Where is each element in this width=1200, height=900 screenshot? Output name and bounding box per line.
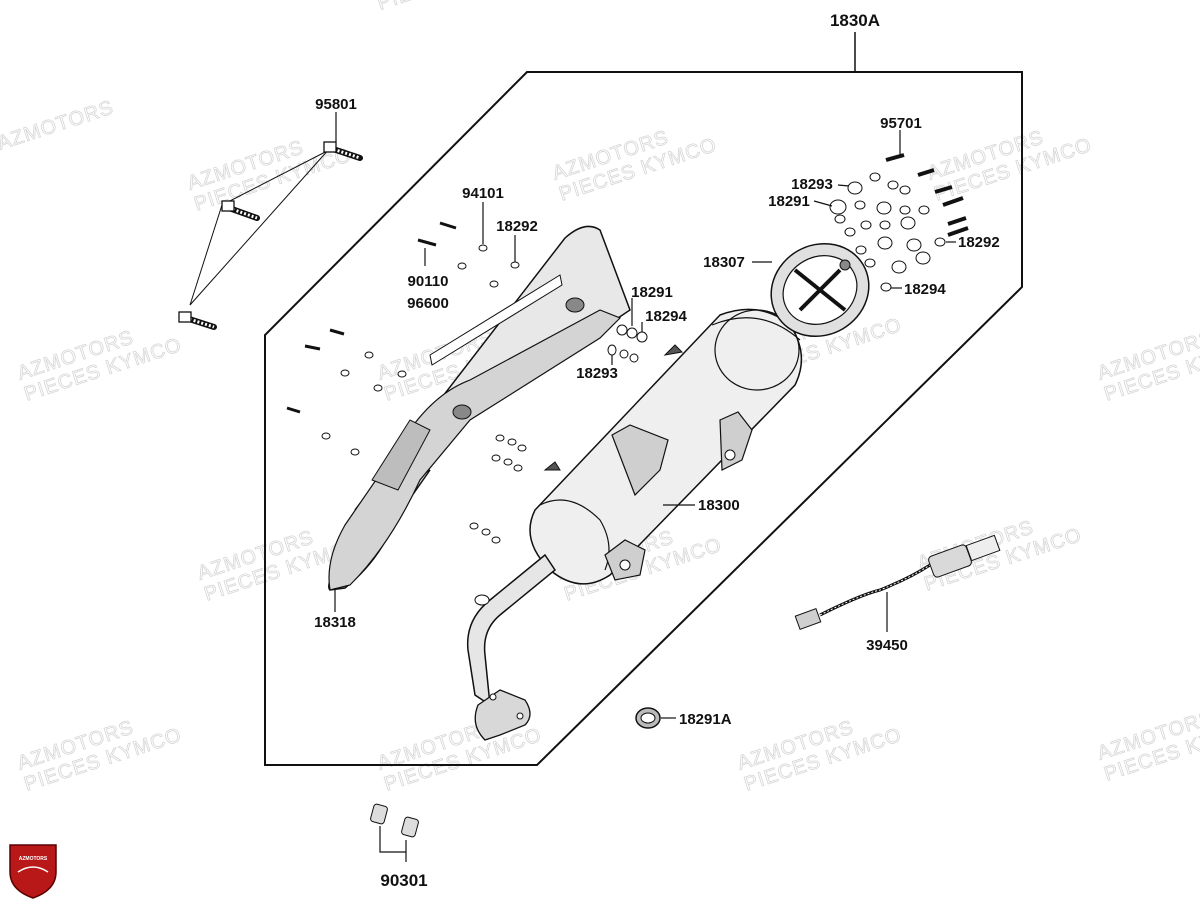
part-39450-o2-sensor <box>794 534 1001 630</box>
part-18318-heat-shield <box>328 225 631 591</box>
label-18300: 18300 <box>698 497 740 514</box>
label-94101: 94101 <box>462 185 504 202</box>
hardware-middle-group <box>607 324 648 363</box>
assembly-boundary <box>264 71 1023 766</box>
label-95801: 95801 <box>315 96 357 113</box>
label-1830A: 1830A <box>830 11 880 30</box>
label-18307: 18307 <box>703 254 745 271</box>
part-18300-muffler <box>529 308 803 585</box>
watermark-text: AZMOTORS <box>0 96 117 154</box>
label-18294-mid: 18294 <box>645 308 687 325</box>
logo-text: AZMOTORS <box>19 856 48 862</box>
label-90110: 90110 <box>408 273 449 290</box>
part-90301-nuts <box>370 803 419 838</box>
label-90301: 90301 <box>380 871 427 890</box>
part-95801-bolts <box>178 141 363 330</box>
label-18293-right: 18293 <box>791 176 833 193</box>
part-18291A-gasket <box>635 707 661 729</box>
watermark-text: PIECES KYMCO <box>375 0 538 15</box>
label-18291-right: 18291 <box>768 193 810 210</box>
hardware-left-group <box>286 221 527 544</box>
azmotors-logo: AZMOTORS <box>9 844 57 899</box>
part-18307-end-cap <box>770 242 870 338</box>
part-exhaust-pipe <box>466 553 557 741</box>
label-18291-mid: 18291 <box>631 284 673 301</box>
label-18292-left: 18292 <box>496 218 538 235</box>
label-39450: 39450 <box>866 637 908 654</box>
label-18293-mid: 18293 <box>576 365 618 382</box>
label-95701: 95701 <box>880 115 922 132</box>
watermarks: PIECES KYMCO AZMOTORS AZMOTORS PIECES KY… <box>0 0 1200 796</box>
label-18292-right: 18292 <box>958 234 1000 251</box>
label-96600: 96600 <box>407 295 449 312</box>
label-18291A: 18291A <box>679 711 732 728</box>
hardware-right-group <box>829 153 969 292</box>
label-18318: 18318 <box>314 614 356 631</box>
label-18294-right: 18294 <box>904 281 946 298</box>
